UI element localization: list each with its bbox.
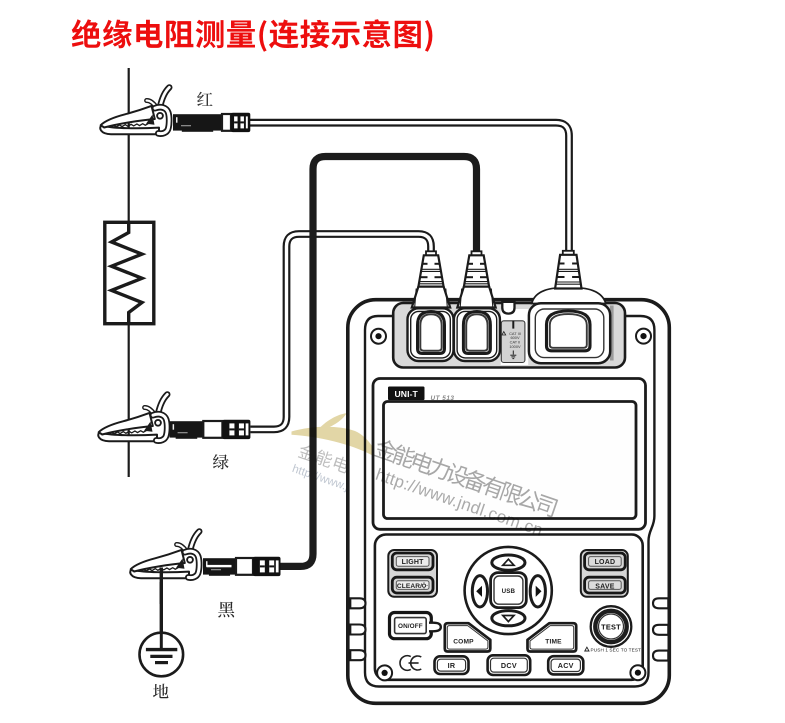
svg-text:PUSH 1 SEC TO TEST: PUSH 1 SEC TO TEST [591, 647, 642, 652]
svg-text:USB: USB [502, 588, 516, 595]
svg-text:CAT II: CAT II [510, 340, 521, 345]
svg-text:ACV: ACV [558, 661, 574, 670]
svg-text:DCV: DCV [501, 661, 517, 670]
svg-text:ON/OFF: ON/OFF [398, 623, 423, 630]
svg-text:600V: 600V [510, 335, 519, 340]
svg-text:SAVE: SAVE [595, 584, 614, 591]
svg-text:CLEAR/: CLEAR/ [397, 583, 422, 590]
svg-text:TIME: TIME [545, 638, 562, 645]
svg-text:UT 513: UT 513 [431, 395, 455, 402]
svg-text:IR: IR [448, 661, 456, 670]
svg-text:1000V: 1000V [509, 344, 521, 349]
svg-text:TEST: TEST [601, 622, 621, 631]
svg-text:LIGHT: LIGHT [402, 559, 425, 566]
svg-text:UNI-T: UNI-T [394, 389, 418, 399]
svg-text:LOAD: LOAD [595, 559, 616, 566]
svg-text:COMP: COMP [453, 638, 474, 645]
svg-text:CAT III: CAT III [509, 331, 521, 336]
